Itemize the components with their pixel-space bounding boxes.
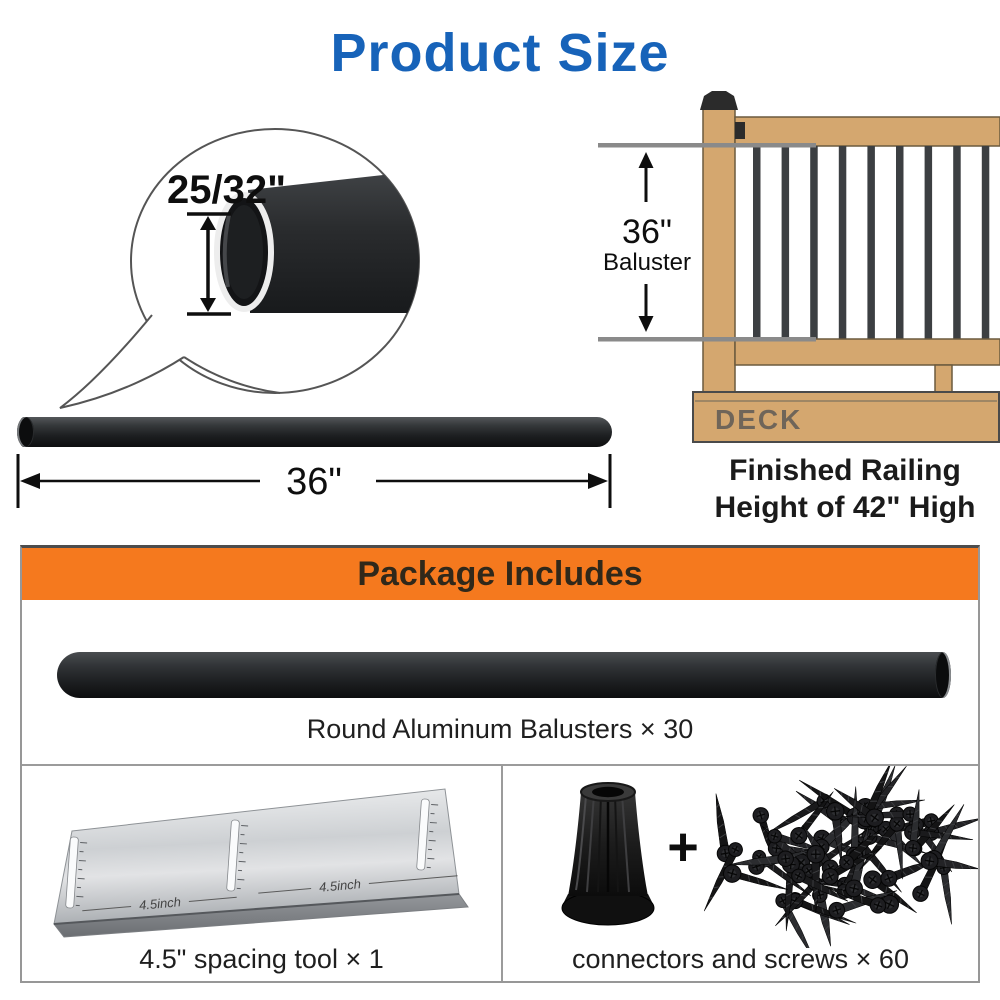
plus-sign: + — [667, 817, 699, 877]
bubble-tail-stroke-right — [183, 356, 281, 394]
rod-length-dimension: 36" — [16, 454, 612, 508]
screws-pile-image — [703, 766, 978, 948]
connector-flute — [621, 793, 630, 893]
tool-marking-label: 4.5inch — [318, 876, 361, 895]
bubble-tail — [60, 315, 280, 408]
baluster-rod-image — [17, 417, 612, 447]
rod-open-end-icon — [17, 417, 34, 447]
diameter-callout-bubble: 25/32" — [59, 128, 420, 409]
tool-slot-left — [65, 836, 88, 909]
finished-caption-line1: Finished Railing — [729, 454, 961, 487]
dim-arrowhead-right — [588, 473, 608, 489]
connectors-caption: connectors and screws × 60 — [572, 944, 909, 974]
tube-cross-section — [214, 171, 419, 313]
rail-support-block — [934, 364, 953, 393]
connector-base — [561, 890, 655, 926]
tube-open-end-icon — [935, 652, 951, 698]
rail-bracket — [735, 122, 745, 139]
package-baluster-caption: Round Aluminum Balusters × 30 — [306, 714, 694, 744]
connector-flute — [597, 793, 602, 893]
diameter-arrowhead-down — [200, 298, 216, 312]
railing-post — [702, 107, 736, 395]
grid-divider-vertical — [501, 764, 503, 981]
dim-arrowhead-left — [20, 473, 40, 489]
tool-marking-label: 4.5inch — [138, 894, 181, 913]
tool-slot-middle — [226, 819, 249, 892]
connector-flute — [586, 793, 595, 893]
deck-railing-illustration: DECK 36" Baluster — [598, 91, 1000, 443]
connectors-cell: + connectors and screws × 60 — [503, 766, 978, 981]
diameter-label: 25/32" — [167, 168, 286, 212]
tool-marking-left: 4.5inch — [82, 894, 237, 913]
tool-bend-line — [53, 893, 460, 925]
connector-image — [561, 782, 655, 926]
package-header: Package Includes — [22, 548, 978, 600]
diameter-arrowhead-up — [200, 216, 216, 230]
connector-hole — [592, 786, 624, 798]
height-arrowhead-up — [638, 152, 654, 168]
railing-height-label: 36" — [622, 213, 672, 251]
railing-height-sublabel: Baluster — [603, 249, 691, 276]
deck-label: DECK — [715, 404, 802, 435]
rod-length-label: 36" — [286, 461, 342, 503]
reference-line-top — [598, 143, 816, 148]
connector-highlight — [575, 795, 587, 891]
bubble-tail-stroke-left — [59, 314, 185, 409]
post-cap — [700, 91, 738, 110]
tool-slot-right — [416, 798, 439, 871]
finished-railing-caption: Finished Railing Height of 42" High — [695, 452, 995, 526]
spacing-tool-caption: 4.5" spacing tool × 1 — [139, 944, 384, 974]
package-baluster-image — [57, 652, 951, 698]
finished-caption-line2: Height of 42" High — [714, 491, 976, 524]
top-rail — [734, 116, 1000, 147]
grid-divider-horizontal — [22, 764, 978, 766]
reference-line-bottom — [598, 337, 816, 342]
tool-marking-right: 4.5inch — [258, 875, 458, 895]
connector-flute — [614, 793, 619, 893]
baluster-bars — [753, 146, 990, 339]
spacing-tool-cell: 4.5inch 4.5inch 4.5" spacing tool × 1 — [22, 766, 501, 981]
spacing-tool-image: 4.5inch 4.5inch — [53, 788, 469, 938]
page-title: Product Size — [330, 23, 670, 83]
bottom-rail — [734, 338, 1000, 366]
height-arrowhead-down — [638, 316, 654, 332]
package-includes-box: Package Includes Round Aluminum Baluster… — [20, 545, 980, 983]
